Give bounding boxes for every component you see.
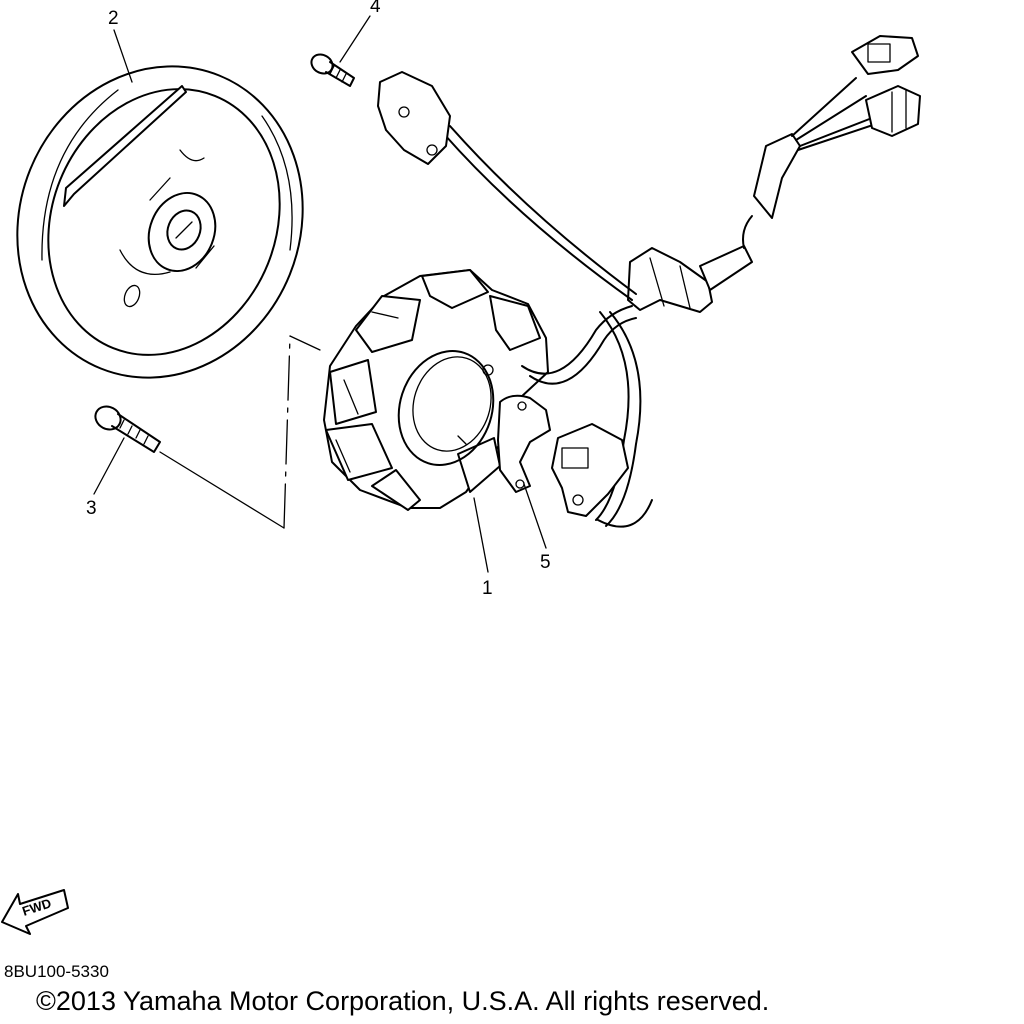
flywheel-rotor <box>16 65 304 379</box>
alignment-lines <box>159 335 321 529</box>
callout-part-3: 3 <box>86 498 97 519</box>
lead-wire-holder <box>497 394 551 493</box>
reference-code: 8BU100-5330 <box>4 962 109 981</box>
pickup-coil-upper <box>377 71 451 165</box>
callout-part-1: 1 <box>482 578 493 599</box>
leader-lines <box>93 15 547 573</box>
screw-part-3 <box>94 405 161 453</box>
wiring-harness <box>443 35 921 528</box>
callout-part-2: 2 <box>108 8 119 29</box>
stator-assembly <box>323 269 549 511</box>
lower-sensor <box>551 423 629 517</box>
screw-part-4 <box>310 53 355 87</box>
callout-part-4: 4 <box>370 0 381 17</box>
fwd-arrow-icon: FWD <box>1 889 69 935</box>
copyright-notice: ©2013 Yamaha Motor Corporation, U.S.A. A… <box>36 986 770 1016</box>
callout-part-5: 5 <box>540 552 551 573</box>
